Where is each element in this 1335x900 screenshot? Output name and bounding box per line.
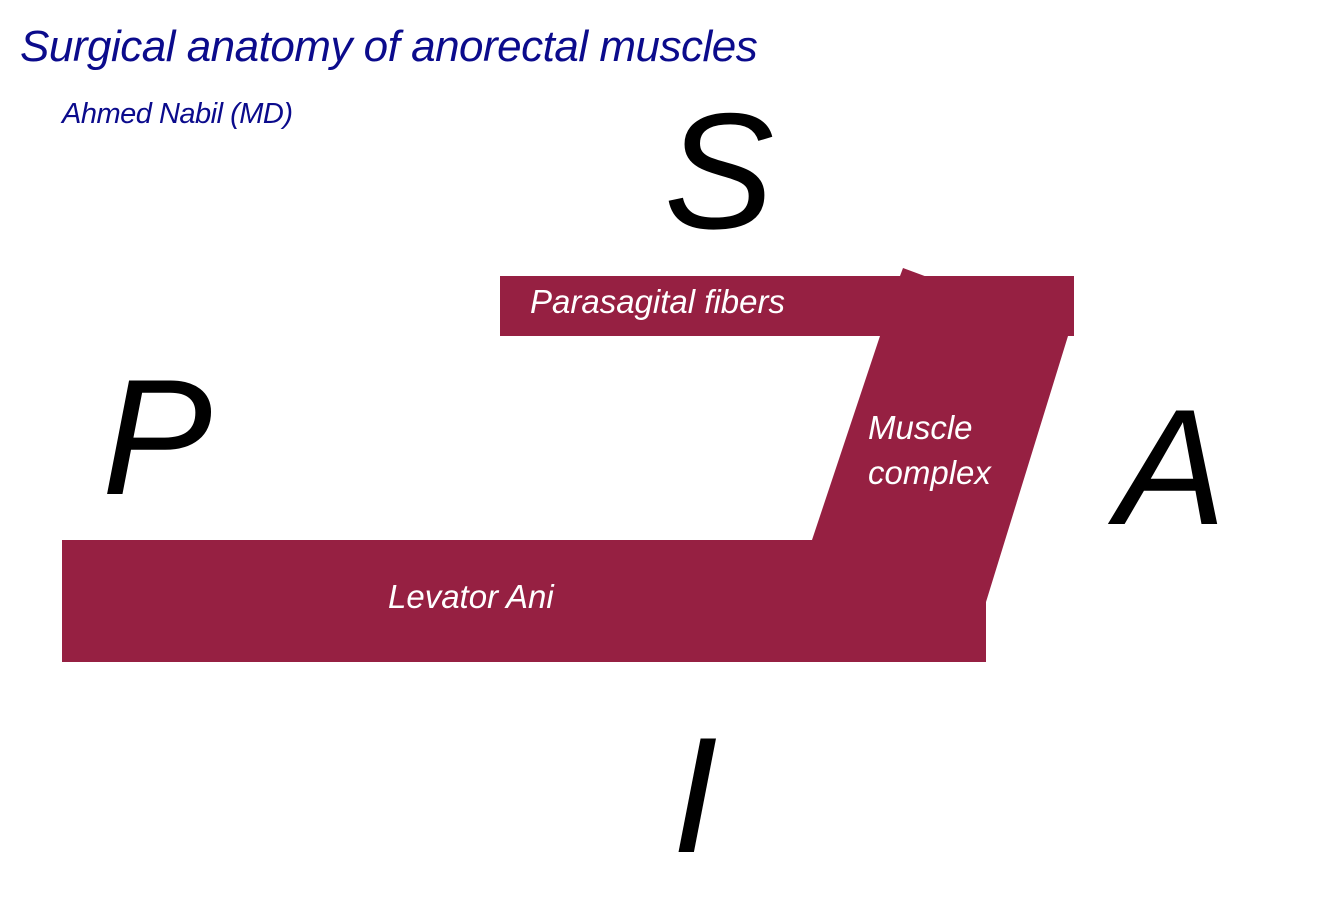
muscle-complex-muscle <box>812 336 1068 662</box>
superior-direction-label: S <box>664 79 774 263</box>
slide-author: Ahmed Nabil (MD) <box>62 98 293 130</box>
inferior-direction-label: I <box>672 703 718 887</box>
muscle-complex-label-line2: complex <box>868 454 992 491</box>
posterior-direction-label: P <box>102 345 212 529</box>
parasagital-fibers-muscle <box>500 276 1074 336</box>
parasagital-fibers-label: Parasagital fibers <box>530 283 785 320</box>
levator-ani-label: Levator Ani <box>388 578 555 615</box>
muscle-complex-label-line1: Muscle <box>868 409 973 446</box>
parasagital-fibers-tip <box>900 268 930 278</box>
slide-title: Surgical anatomy of anorectal muscles <box>20 22 758 71</box>
anterior-direction-label: A <box>1107 375 1226 559</box>
